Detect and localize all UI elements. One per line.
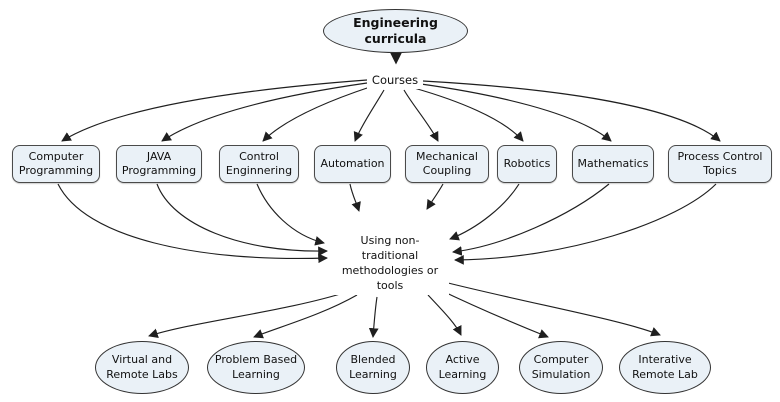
- edge-center-problem-based-learning: [253, 294, 358, 339]
- node-computer-simulation: Computer Simulation: [519, 341, 603, 394]
- node-mathematics-label: Mathematics: [577, 156, 649, 170]
- node-automation: Automation: [314, 145, 391, 183]
- node-virtual-remote-labs-label: Virtual and Remote Labs: [106, 353, 178, 381]
- edge-control-enginnering-center: [256, 183, 325, 246]
- node-mechanical-coupling: Mechanical Coupling: [405, 145, 489, 183]
- node-courses: Courses: [367, 72, 423, 89]
- node-robotics: Robotics: [497, 145, 557, 183]
- node-virtual-remote-labs: Virtual and Remote Labs: [95, 341, 189, 394]
- node-computer-simulation-label: Computer Simulation: [531, 353, 591, 381]
- node-blended-learning: Blended Learning: [336, 341, 410, 394]
- node-problem-based-learning-label: Problem Based Learning: [214, 353, 298, 381]
- edge-computer-programming-center: [57, 183, 328, 264]
- node-interative-remote-lab: Interative Remote Lab: [619, 341, 711, 394]
- edge-courses-mechanical-coupling: [403, 89, 439, 142]
- edge-center-blended-learning: [368, 296, 379, 338]
- node-robotics-label: Robotics: [503, 156, 551, 170]
- node-process-control-topics: Process Control Topics: [668, 145, 772, 183]
- edge-center-interative-remote-lab: [439, 280, 661, 337]
- node-courses-label: Courses: [371, 73, 419, 88]
- node-control-enginnering-label: Control Enginnering: [225, 149, 293, 177]
- edge-courses-process-control-topics: [422, 80, 721, 142]
- node-problem-based-learning: Problem Based Learning: [207, 341, 305, 394]
- edge-courses-automation: [353, 89, 385, 142]
- edge-courses-mathematics: [420, 83, 612, 142]
- edge-center-virtual-remote-labs: [148, 290, 351, 338]
- node-automation-label: Automation: [320, 156, 385, 170]
- edge-courses-robotics: [413, 87, 524, 142]
- node-active-learning: Active Learning: [426, 341, 499, 394]
- edge-java-programming-center: [156, 183, 328, 257]
- edge-process-control-topics-center: [454, 183, 717, 265]
- node-center-statement: Using non-traditional methodologies or t…: [331, 231, 449, 295]
- edge-center-active-learning: [427, 294, 462, 336]
- edge-center-computer-simulation: [435, 287, 549, 339]
- node-center-statement-label: Using non-traditional methodologies or t…: [341, 233, 439, 293]
- edge-mechanical-coupling-center: [426, 183, 444, 210]
- node-control-enginnering: Control Enginnering: [219, 145, 299, 183]
- node-engineering-curricula-label: Engineering curricula: [353, 15, 438, 46]
- node-process-control-topics-label: Process Control Topics: [677, 149, 763, 177]
- node-active-learning-label: Active Learning: [438, 353, 487, 381]
- node-computer-programming: Computer Programming: [12, 145, 100, 183]
- node-java-programming: JAVA Programming: [116, 145, 202, 183]
- edge-courses-java-programming: [161, 82, 368, 142]
- edge-automation-center: [349, 183, 361, 212]
- edge-courses-computer-programming: [61, 79, 368, 142]
- node-blended-learning-label: Blended Learning: [349, 353, 397, 381]
- edge-mathematics-center: [452, 183, 610, 256]
- node-mechanical-coupling-label: Mechanical Coupling: [416, 149, 478, 177]
- node-java-programming-label: JAVA Programming: [121, 149, 197, 177]
- node-interative-remote-lab-label: Interative Remote Lab: [632, 353, 698, 381]
- edge-robotics-center: [449, 183, 520, 241]
- node-computer-programming-label: Computer Programming: [18, 149, 94, 177]
- node-engineering-curricula: Engineering curricula: [323, 9, 468, 53]
- edge-courses-control-enginnering: [262, 86, 371, 142]
- node-mathematics: Mathematics: [572, 145, 654, 183]
